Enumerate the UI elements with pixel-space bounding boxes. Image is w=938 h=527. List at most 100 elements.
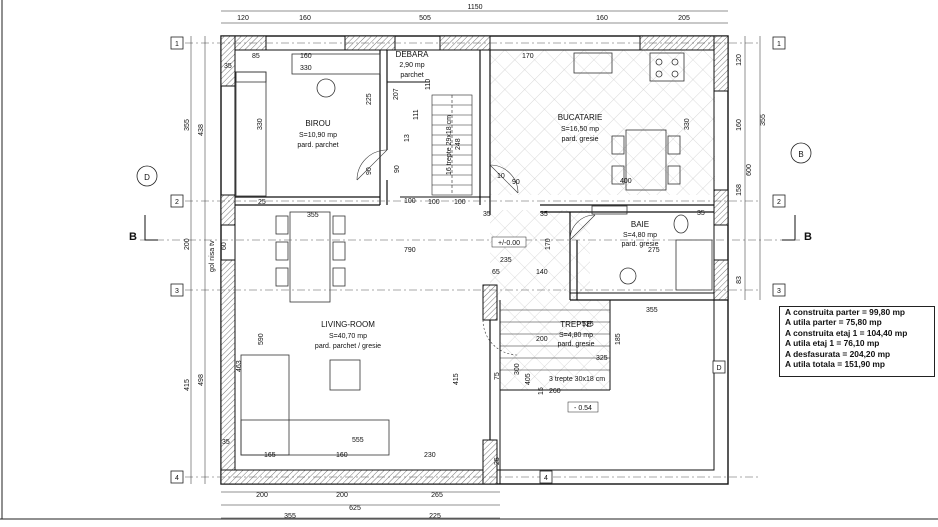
axis-marker-row-1: 1 1	[170, 36, 786, 50]
svg-text:355: 355	[284, 513, 296, 520]
svg-text:625: 625	[349, 505, 361, 512]
svg-text:170: 170	[545, 238, 552, 250]
svg-text:225: 225	[366, 93, 373, 105]
svg-text:248: 248	[455, 138, 462, 150]
svg-text:355: 355	[760, 114, 767, 126]
svg-text:65: 65	[492, 269, 500, 276]
section-marker-right: B	[782, 215, 812, 243]
annotations: +/-0.00 - 0.54 16 trepte 29x18 cm 3 trep…	[209, 115, 605, 413]
svg-text:4: 4	[175, 475, 179, 482]
svg-text:15: 15	[538, 387, 545, 395]
axis-markers: 1 1 2 2 3 3 4 4 D D	[129, 36, 812, 484]
svg-text:185: 185	[615, 333, 622, 345]
dimension-lines	[190, 10, 761, 519]
svg-text:LIVING-ROOM: LIVING-ROOM	[321, 320, 375, 329]
svg-text:S=4,80 mp: S=4,80 mp	[559, 332, 593, 339]
svg-text:35: 35	[697, 210, 705, 217]
room-baie: BAIE S=4,80 mp pard. gresie	[622, 220, 659, 248]
side-dimensions: 355 415 438 498 355 600 120 160 158 83	[184, 54, 767, 391]
svg-text:parchet: parchet	[400, 72, 423, 79]
svg-text:207: 207	[393, 88, 400, 100]
svg-text:BAIE: BAIE	[631, 220, 649, 229]
svg-text:D: D	[144, 173, 150, 182]
svg-text:498: 498	[198, 374, 205, 386]
svg-text:75: 75	[494, 372, 501, 380]
inner-stairs	[431, 94, 473, 196]
svg-text:300: 300	[514, 363, 521, 375]
door-swings	[356, 149, 596, 356]
svg-text:160: 160	[300, 53, 312, 60]
svg-text:120: 120	[237, 15, 249, 22]
svg-text:158: 158	[736, 184, 743, 196]
area-row-constructed-ground: A construita parter = 99,80 mp	[785, 307, 906, 317]
svg-text:35: 35	[224, 63, 232, 70]
svg-text:90: 90	[366, 167, 373, 175]
outer-stairs-note: 3 trepte 30x18 cm	[549, 376, 605, 383]
svg-text:110: 110	[425, 79, 432, 90]
svg-text:DEBARA: DEBARA	[396, 50, 430, 59]
svg-text:555: 555	[352, 437, 364, 444]
area-row-usable-total: A utila totala = 151,90 mp	[785, 359, 885, 370]
svg-text:355: 355	[646, 307, 658, 314]
svg-text:pard. gresie: pard. gresie	[622, 241, 659, 248]
svg-text:2: 2	[175, 199, 179, 206]
svg-text:260: 260	[549, 388, 561, 395]
interior-dimensions: 85 160 35 170 330 330 225 207 110 111 24…	[184, 53, 705, 465]
svg-text:100: 100	[404, 198, 416, 205]
tv-niche-note: gol nisa tv	[209, 240, 216, 272]
svg-text:505: 505	[419, 15, 431, 22]
area-row-developed: A desfasurata = 204,20 mp	[785, 348, 891, 359]
svg-text:S=4,80 mp: S=4,80 mp	[623, 232, 657, 239]
svg-text:330: 330	[684, 118, 691, 130]
svg-text:111: 111	[413, 109, 420, 120]
svg-text:BIROU: BIROU	[305, 119, 331, 128]
svg-text:B: B	[798, 150, 803, 159]
svg-text:BUCATARIE: BUCATARIE	[558, 113, 603, 122]
svg-text:400: 400	[620, 178, 632, 185]
svg-text:200: 200	[184, 238, 191, 250]
svg-text:600: 600	[746, 164, 753, 176]
svg-text:265: 265	[431, 492, 443, 499]
area-row-usable-floor1: A utila etaj 1 = 76,10 mp	[785, 338, 880, 349]
svg-text:90: 90	[512, 179, 520, 186]
svg-text:25: 25	[494, 457, 501, 465]
svg-text:3: 3	[777, 288, 781, 295]
svg-text:330: 330	[257, 118, 264, 130]
svg-text:60: 60	[221, 242, 228, 250]
svg-text:pard. gresie: pard. gresie	[558, 341, 595, 348]
svg-text:438: 438	[198, 124, 205, 136]
svg-text:355: 355	[184, 119, 191, 131]
svg-text:S=40,70 mp: S=40,70 mp	[329, 333, 367, 340]
tiled-floors	[490, 50, 715, 390]
svg-text:90: 90	[394, 165, 401, 173]
svg-text:205: 205	[678, 15, 690, 22]
svg-text:B: B	[129, 231, 137, 243]
area-row-constructed-floor1: A construita etaj 1 = 104,40 mp	[785, 327, 908, 338]
area-summary-table: A construita parter = 99,80 mp A utila p…	[779, 306, 935, 377]
svg-text:170: 170	[522, 53, 534, 60]
room-trepte: TREPTE S=4,80 mp pard. gresie	[558, 320, 595, 348]
outer-stairs	[500, 309, 610, 371]
room-labels: BIROU S=10,90 mp pard. parchet DEBARA 2,…	[297, 50, 658, 350]
svg-text:415: 415	[453, 373, 460, 385]
svg-text:83: 83	[736, 276, 743, 284]
svg-text:525: 525	[582, 321, 594, 328]
furniture	[235, 52, 713, 456]
svg-text:S=10,90 mp: S=10,90 mp	[299, 132, 337, 139]
section-marker-left: B	[129, 215, 158, 243]
svg-text:405: 405	[525, 373, 532, 385]
svg-text:160: 160	[596, 15, 608, 22]
svg-text:D: D	[716, 365, 721, 372]
svg-text:230: 230	[424, 452, 436, 459]
svg-text:330: 330	[300, 65, 312, 72]
svg-text:200: 200	[256, 492, 268, 499]
svg-text:pard. gresie: pard. gresie	[562, 136, 599, 143]
svg-text:160: 160	[336, 452, 348, 459]
svg-text:35: 35	[540, 211, 548, 218]
room-living: LIVING-ROOM S=40,70 mp pard. parchet / g…	[315, 320, 381, 350]
svg-text:B: B	[804, 231, 812, 243]
room-bucatarie: BUCATARIE S=16,50 mp pard. gresie	[558, 113, 603, 143]
svg-text:235: 235	[500, 257, 512, 264]
svg-text:1: 1	[777, 41, 781, 48]
